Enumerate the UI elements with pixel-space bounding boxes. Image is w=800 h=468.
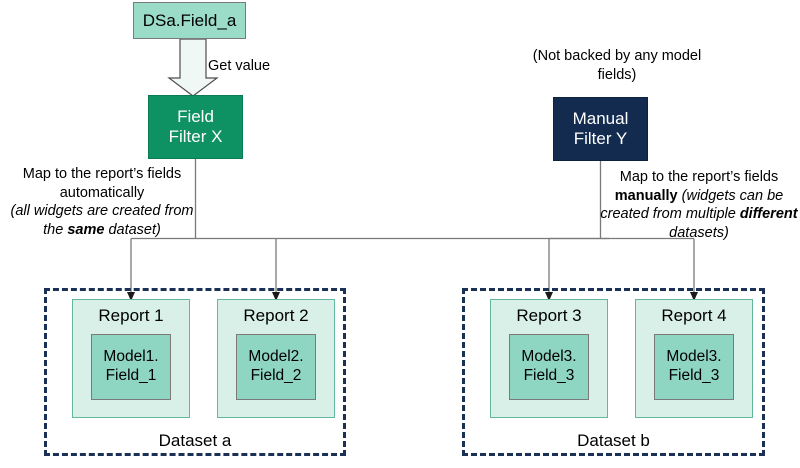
source-field-box[interactable]: DSa.Field_a (133, 2, 246, 39)
field-filter-label-line2: Filter X (168, 127, 223, 146)
dataset-a-label: Dataset a (158, 431, 232, 450)
source-field-label: DSa.Field_a (142, 10, 237, 30)
manual-filter-label-line2: Filter Y (573, 129, 628, 148)
report-2-model-line2: Field_2 (250, 366, 302, 384)
report-2-model-field[interactable]: Model2. Field_2 (236, 333, 316, 400)
arrowhead-report-2 (272, 292, 280, 301)
annotation-not-backed: (Not backed by any model fields) (532, 48, 702, 83)
report-card-4[interactable]: Report 4 Model3. Field_3 (635, 299, 753, 418)
report-card-1[interactable]: Report 1 Model1. Field_1 (72, 299, 190, 418)
manual-filter-box[interactable]: Manual Filter Y (553, 97, 648, 161)
report-4-title: Report 4 (661, 306, 727, 325)
report-3-model-line2: Field_3 (523, 366, 575, 384)
get-value-label: Get value (208, 58, 271, 74)
get-value-block-arrow (167, 38, 219, 97)
dataset-a-container: Dataset a (44, 288, 346, 456)
report-4-model-line1: Model3. (666, 348, 722, 366)
report-3-model-line1: Model3. (521, 348, 577, 366)
arrowhead-report-3 (545, 292, 553, 301)
report-3-model-field[interactable]: Model3. Field_3 (509, 333, 589, 400)
arrowhead-report-1 (127, 292, 135, 301)
manual-filter-label-line1: Manual (572, 109, 629, 129)
annotation-auto-mapping: Map to the report’s fields automatically… (10, 166, 194, 238)
annotation-manual-mapping: Map to the report’s fields manually (wid… (600, 169, 798, 241)
field-filter-box[interactable]: Field Filter X (148, 95, 243, 159)
dataset-b-label: Dataset b (577, 431, 650, 450)
report-card-3[interactable]: Report 3 Model3. Field_3 (490, 299, 608, 418)
dataset-b-container: Dataset b (462, 288, 765, 456)
field-filter-label-line1: Field (177, 107, 214, 127)
report-1-model-line2: Field_1 (105, 366, 157, 384)
arrowhead-report-4 (690, 292, 698, 301)
report-4-model-field[interactable]: Model3. Field_3 (654, 333, 734, 400)
report-1-model-field[interactable]: Model1. Field_1 (91, 333, 171, 400)
report-2-title: Report 2 (243, 306, 309, 325)
report-card-2[interactable]: Report 2 Model2. Field_2 (217, 299, 335, 418)
report-1-title: Report 1 (98, 306, 164, 325)
report-1-model-line1: Model1. (103, 348, 159, 366)
report-3-title: Report 3 (516, 306, 582, 325)
report-4-model-line2: Field_3 (668, 366, 720, 384)
report-2-model-line1: Model2. (248, 348, 304, 366)
